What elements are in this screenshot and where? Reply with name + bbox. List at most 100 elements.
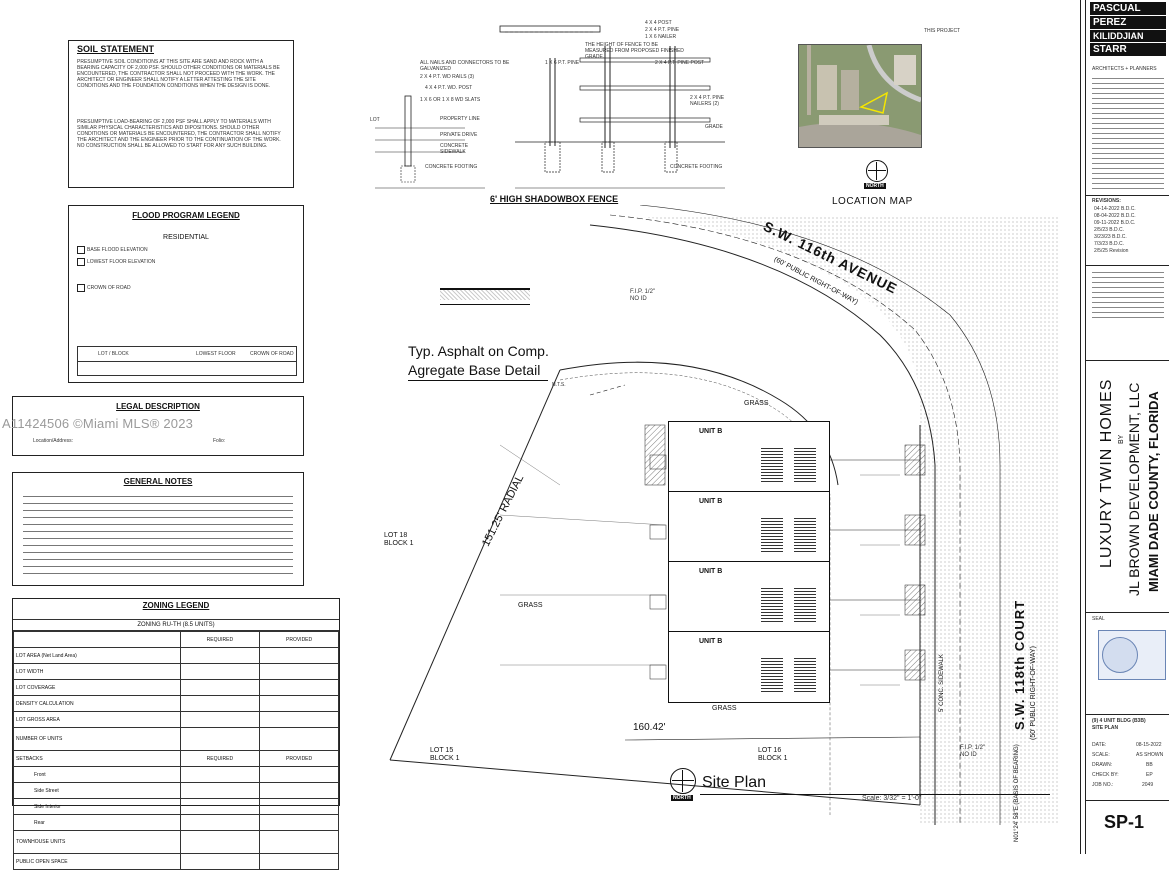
fence-note-pine-post: 2 X 4 P.T. PINE POST <box>655 60 705 66</box>
seal-stamp <box>1098 630 1166 680</box>
zoning-row: Rear <box>13 814 339 831</box>
asphalt-title-2: Agregate Base Detail <box>408 362 541 378</box>
sheet-title-2: SITE PLAN <box>1092 725 1119 731</box>
north-arrow-icon <box>682 770 683 792</box>
zoning-row-label: TOWNHOUSE UNITS <box>13 830 181 854</box>
fence-note-rails: 2 X 4 P.T. WD RAILS (3) <box>420 74 475 80</box>
soil-statement-para1: PRESUMPTIVE SOIL CONDITIONS AT THIS SITE… <box>77 59 280 89</box>
site-plan-title: Site Plan <box>702 774 767 791</box>
fence-note-sidewalk: CONCRETE SIDEWALK <box>440 143 469 155</box>
unit-building-4: UNIT B <box>668 631 830 703</box>
unit-label: UNIT B <box>699 568 723 575</box>
flood-table-divider <box>78 361 296 362</box>
zoning-row-label: Side Street <box>13 782 181 799</box>
firm-name-1: PASCUAL <box>1090 2 1166 15</box>
unit-building-3: UNIT B <box>668 561 830 633</box>
legal-folio-label: Folio: <box>213 438 226 444</box>
fence-note-wd-post: 4 X 4 P.T. WD. POST <box>425 85 473 91</box>
fence-note-nailer: 1 X 6 NAILER <box>645 34 677 40</box>
soil-statement-title: SOIL STATEMENT <box>77 44 155 54</box>
revision-7: 2/5/25 Revision <box>1094 248 1129 254</box>
fence-note-footing-right: CONCRETE FOOTING <box>670 164 723 170</box>
zoning-row: TOWNHOUSE UNITS <box>13 830 339 854</box>
unit-stair <box>794 658 816 694</box>
unit-stair <box>761 518 783 554</box>
unit-stair <box>761 588 783 624</box>
flood-row-3: CROWN OF ROAD <box>87 285 131 291</box>
zoning-head-provided: PROVIDED <box>259 631 339 648</box>
revisions-title: REVISIONS: <box>1092 198 1121 204</box>
unit-stair <box>761 448 783 484</box>
zoning-row-label: NUMBER OF UNITS <box>13 727 181 751</box>
unit-label: UNIT B <box>699 498 723 505</box>
revision-4: 2/5/23 B.D.C. <box>1094 227 1125 233</box>
project-name: LUXURY TWIN HOMES <box>1098 378 1115 568</box>
flood-inner-table: LOT / BLOCK LOWEST FLOOR CROWN OF ROAD <box>77 346 297 376</box>
site-north-arrow <box>670 768 696 794</box>
north-arrow-icon <box>876 162 877 180</box>
zoning-row: LOT GROSS AREA <box>13 711 339 728</box>
revision-3: 09-11-2022 B.D.C. <box>1094 220 1136 226</box>
site-plan-drawing <box>389 204 1060 825</box>
north-arrow-cross <box>672 780 694 781</box>
zoning-row-label: Front <box>13 766 181 783</box>
general-notes-lines <box>23 493 293 577</box>
flood-legend-title: FLOOD PROGRAM LEGEND <box>132 211 240 220</box>
zoning-row: NUMBER OF UNITS <box>13 727 339 751</box>
zoning-row: LOT AREA (Net Land Area) <box>13 647 339 664</box>
lot18-label: LOT 18 BLOCK 1 <box>384 532 414 547</box>
title-divider <box>1086 360 1169 361</box>
north-arrow-cross <box>868 170 886 171</box>
grass-label-top: GRASS <box>744 400 769 407</box>
location-map-site-label: THIS PROJECT <box>924 28 961 34</box>
zoning-row-label: LOT COVERAGE <box>13 679 181 696</box>
fence-note-footing-left: CONCRETE FOOTING <box>425 164 478 170</box>
unit-stair <box>761 658 783 694</box>
revision-5: 3/23/23 B.D.C. <box>1094 234 1127 240</box>
zoning-row: PUBLIC OPEN SPACE <box>13 853 339 870</box>
flood-checkbox-1 <box>77 246 85 254</box>
flood-val-2: CROWN OF ROAD <box>250 351 294 357</box>
unit-building-1: UNIT B <box>668 421 830 493</box>
legal-title: LEGAL DESCRIPTION <box>116 402 200 411</box>
zoning-row-label: SETBACKS <box>13 750 181 767</box>
sidewalk-label: 5' CONC. SIDEWALK <box>939 654 945 712</box>
fence-note-nailers: 2 X 4 P.T. PINE NAILERS (2) <box>690 95 725 107</box>
bottom-dimension: 160.42' <box>633 722 666 733</box>
legal-address-label: Location/Address: <box>33 438 74 444</box>
flood-checkbox-3 <box>77 284 85 292</box>
general-notes-title: GENERAL NOTES <box>123 477 193 486</box>
soil-statement-para2: PRESUMPTIVE LOAD-BEARING OF 2,000 PSF SH… <box>77 119 281 149</box>
unit-stair <box>794 448 816 484</box>
firm-sub: ARCHITECTS + PLANNERS <box>1092 66 1157 72</box>
field-check-key: CHECK BY: <box>1092 772 1119 778</box>
fence-note-post: 4 X 4 POST <box>645 20 672 26</box>
asphalt-section <box>440 288 530 305</box>
field-drawn-key: DRAWN: <box>1092 762 1113 768</box>
legal-description-box: LEGAL DESCRIPTION Location/Address: Foli… <box>12 396 304 456</box>
unit-label: UNIT B <box>699 638 723 645</box>
location-north-label: NORTH <box>864 183 886 189</box>
zoning-row: Side Interior <box>13 798 339 815</box>
seal-label: SEAL <box>1092 616 1105 622</box>
sheet-border-right <box>1080 0 1081 854</box>
zoning-title: ZONING LEGEND <box>142 601 210 610</box>
fence-note-height: THE HEIGHT OF FENCE TO BE MEASURED FROM … <box>585 42 684 60</box>
fence-note-property-line: PROPERTY LINE <box>440 116 480 122</box>
lot15-label: LOT 15 BLOCK 1 <box>430 747 460 762</box>
zoning-row-label: LOT GROSS AREA <box>13 711 181 728</box>
field-drawn-val: BB <box>1146 762 1153 768</box>
title-divider <box>1086 195 1169 196</box>
project-by: BY <box>1118 434 1125 444</box>
asphalt-base-hatch <box>440 290 530 300</box>
zoning-row-label: Rear <box>13 814 181 831</box>
firm-name-2: PEREZ <box>1090 16 1166 29</box>
flood-val-1: LOWEST FLOOR <box>196 351 236 357</box>
flood-row-1: BASE FLOOD ELEVATION <box>87 247 148 253</box>
revision-1: 04-14-2022 B.D.C. <box>1094 206 1136 212</box>
fip-label-north: F.I.P. 1/2" NO ID <box>630 289 656 302</box>
fence-detail: 4 X 4 POST 2 X 4 P.T. PINE 1 X 6 NAILER … <box>365 18 735 218</box>
sheet-title-1: (9) 4 UNIT BLDG (B3B) <box>1092 718 1146 724</box>
